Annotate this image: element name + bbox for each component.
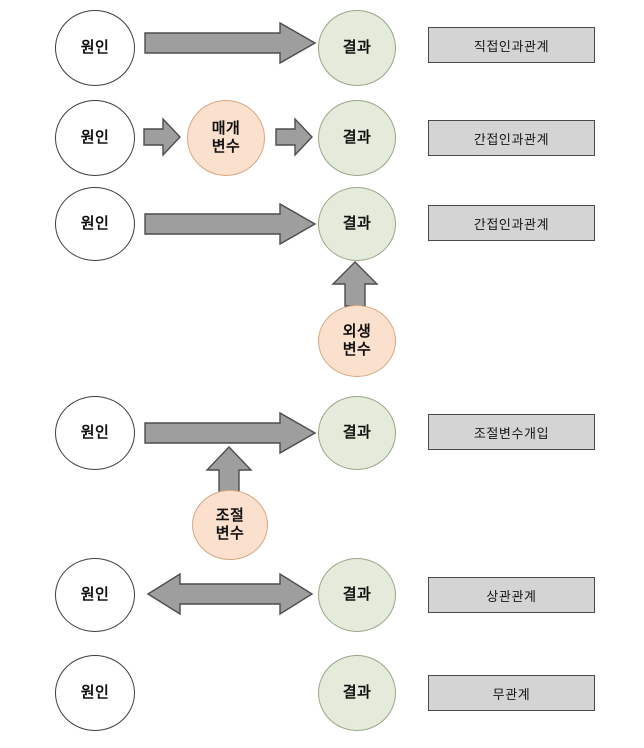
relation-label-row4: 조절변수개입 bbox=[428, 414, 595, 450]
cause-node-row4: 원인 bbox=[55, 396, 135, 470]
relation-label-text: 간접인과관계 bbox=[473, 216, 550, 232]
effect-label: 결과 bbox=[342, 424, 372, 442]
short-right-arrow-row2-right bbox=[275, 117, 313, 157]
cause-label: 원인 bbox=[80, 684, 110, 702]
exogenous-label-line2: 변수 bbox=[342, 341, 372, 358]
long-right-arrow-row4 bbox=[144, 411, 317, 455]
effect-node-row5: 결과 bbox=[318, 558, 396, 632]
mediator-label-line1: 매개 bbox=[211, 120, 241, 138]
moderator-label-line2: 변수 bbox=[215, 525, 245, 542]
effect-node-row6: 결과 bbox=[318, 655, 396, 731]
relation-label-row1: 직접인과관계 bbox=[428, 27, 595, 63]
cause-node-row2: 원인 bbox=[55, 100, 135, 176]
exogenous-label-line1: 외생 bbox=[342, 323, 372, 341]
relation-label-row5: 상관관계 bbox=[428, 577, 595, 613]
cause-label: 원인 bbox=[80, 215, 110, 233]
effect-label: 결과 bbox=[342, 586, 372, 604]
effect-node-row3: 결과 bbox=[318, 187, 396, 261]
effect-node-row1: 결과 bbox=[318, 10, 396, 86]
relation-label-text: 직접인과관계 bbox=[473, 38, 550, 54]
relation-label-text: 상관관계 bbox=[486, 588, 537, 604]
up-arrow-row3 bbox=[331, 261, 379, 307]
long-right-arrow-row1 bbox=[144, 21, 317, 65]
mediator-node-row2: 매개 변수 bbox=[187, 100, 265, 176]
long-right-arrow-row3 bbox=[144, 202, 317, 246]
moderator-label-line1: 조절 bbox=[215, 507, 245, 525]
cause-label: 원인 bbox=[80, 424, 110, 442]
relation-label-text: 무관계 bbox=[492, 686, 531, 702]
relation-label-row6: 무관계 bbox=[428, 675, 595, 711]
double-headed-arrow-row5 bbox=[146, 572, 314, 616]
moderator-node-row4: 조절 변수 bbox=[192, 490, 268, 560]
cause-label: 원인 bbox=[80, 39, 110, 57]
effect-label: 결과 bbox=[342, 39, 372, 57]
mediator-label-line2: 변수 bbox=[211, 138, 241, 155]
cause-label: 원인 bbox=[80, 129, 110, 147]
relation-label-row3: 간접인과관계 bbox=[428, 205, 595, 241]
cause-label: 원인 bbox=[80, 586, 110, 604]
relation-label-text: 조절변수개입 bbox=[473, 425, 550, 441]
effect-node-row2: 결과 bbox=[318, 100, 396, 176]
effect-label: 결과 bbox=[342, 129, 372, 147]
short-right-arrow-row2-left bbox=[143, 117, 181, 157]
exogenous-node-row3: 외생 변수 bbox=[318, 305, 396, 377]
up-arrow-row4 bbox=[205, 445, 253, 494]
cause-node-row6: 원인 bbox=[55, 655, 135, 731]
relation-label-row2: 간접인과관계 bbox=[428, 120, 595, 156]
effect-label: 결과 bbox=[342, 684, 372, 702]
cause-node-row5: 원인 bbox=[55, 558, 135, 632]
relation-label-text: 간접인과관계 bbox=[473, 131, 550, 147]
effect-label: 결과 bbox=[342, 215, 372, 233]
cause-node-row3: 원인 bbox=[55, 187, 135, 261]
effect-node-row4: 결과 bbox=[318, 396, 396, 470]
cause-node-row1: 원인 bbox=[55, 10, 135, 86]
